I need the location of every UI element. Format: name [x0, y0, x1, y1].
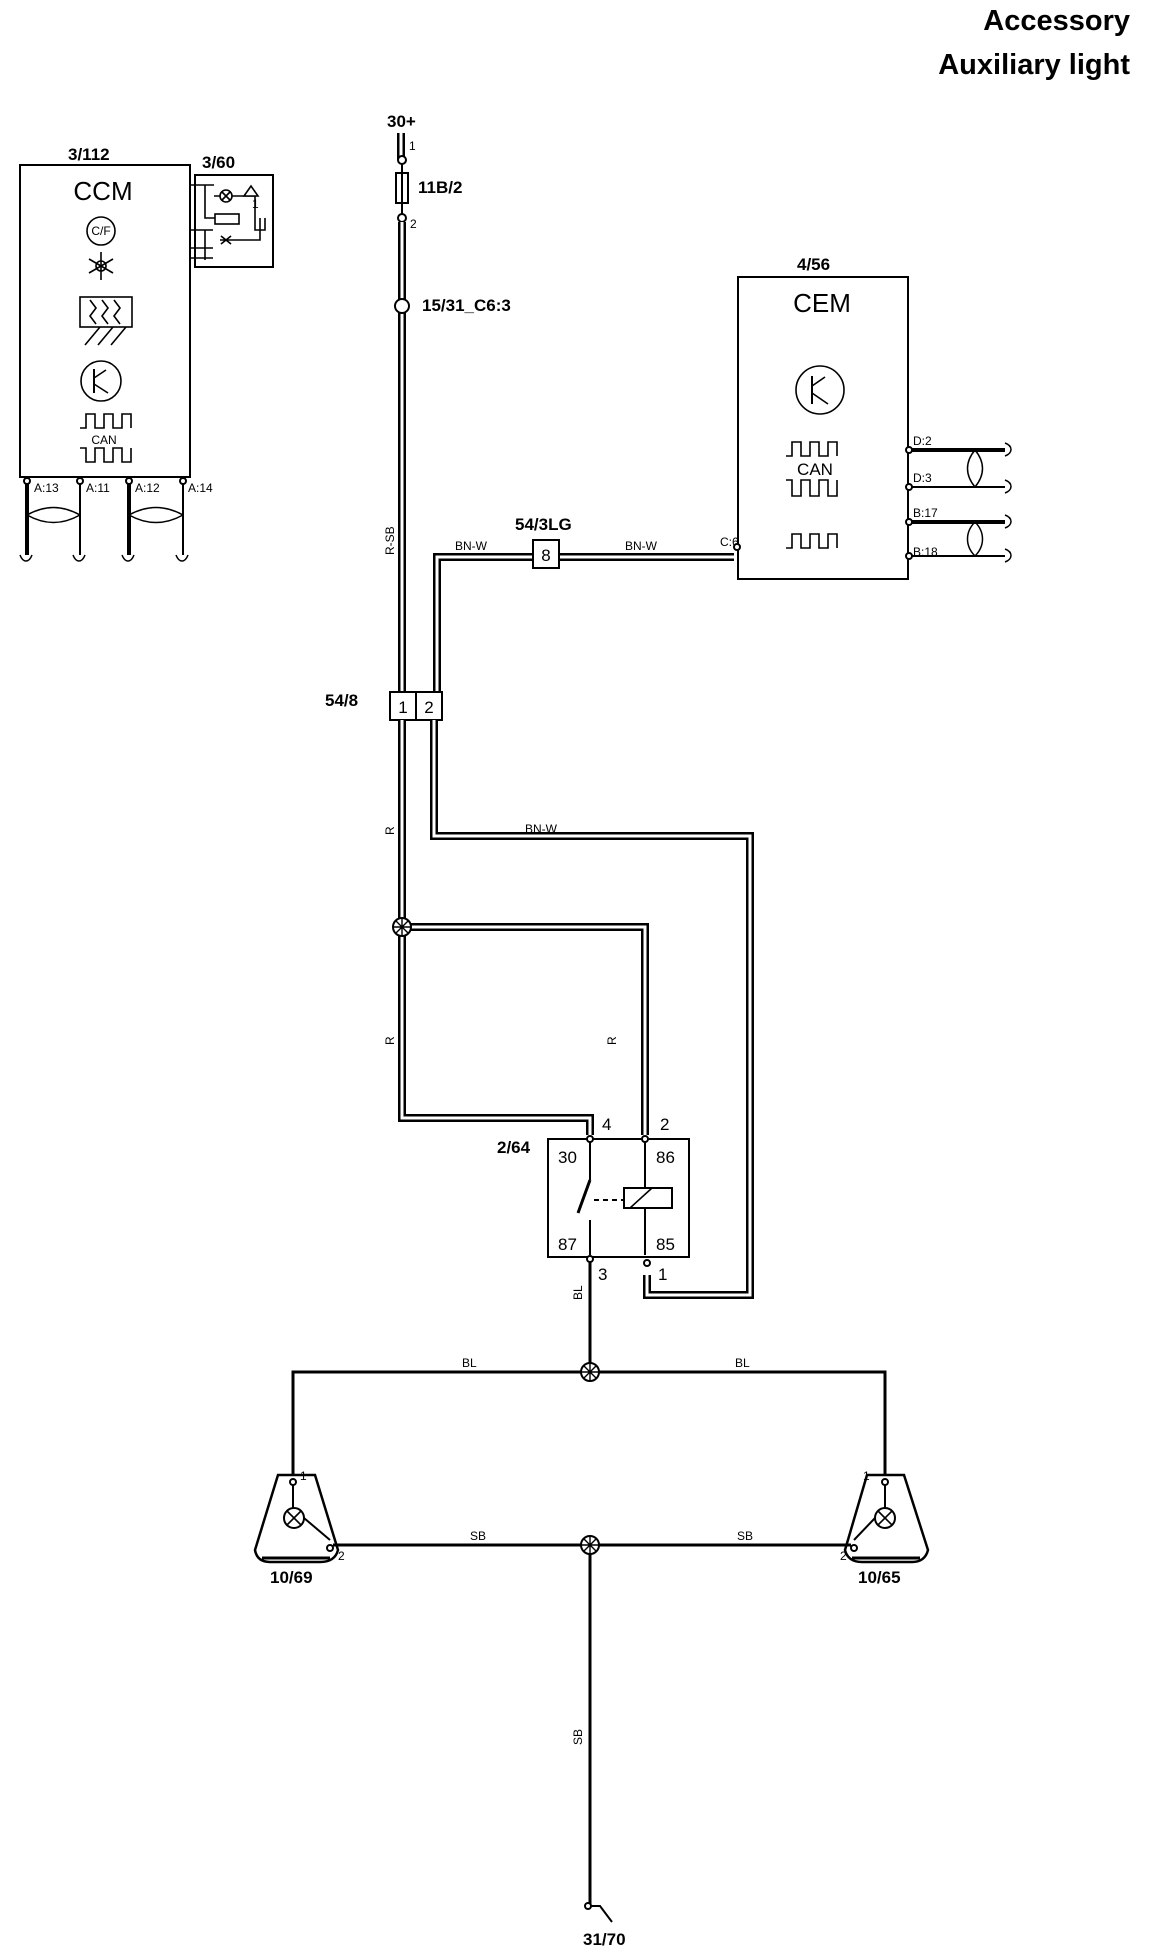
ccm-pin-a13: A:13	[34, 481, 59, 495]
fuse-terminal-bottom	[397, 213, 407, 223]
ground-label: 31/70	[583, 1930, 626, 1949]
wire-label-bl-right: BL	[735, 1356, 750, 1370]
splice-bl	[580, 1362, 600, 1382]
title-line-2: Auxiliary light	[938, 49, 1130, 81]
wire-label-bn-w-1: BN-W	[455, 539, 488, 553]
wire-label-bn-w-3: BN-W	[525, 822, 558, 836]
ccm-pin-a14: A:14	[188, 481, 213, 495]
relay-internal	[576, 1142, 673, 1255]
wire-label-bn-w-2: BN-W	[625, 539, 658, 553]
supply-label: 30+	[387, 112, 416, 131]
wire-label-sb-right: SB	[737, 1529, 753, 1543]
splice-sb	[580, 1535, 600, 1555]
snowflake-icon	[88, 252, 114, 280]
connector-548-pin-1-label: 1	[398, 698, 407, 717]
ccm-can-text: CAN	[91, 433, 116, 447]
fuse-pin-1: 1	[409, 139, 416, 153]
can-signal-icon: CAN	[80, 413, 132, 463]
lamp-left-pin-1: 1	[300, 1469, 307, 1483]
relay-terminal-86	[641, 1135, 649, 1143]
lamp-left-pin-2: 2	[338, 1549, 345, 1563]
wire-label-sb-ground: SB	[571, 1729, 585, 1745]
wire-label-sb-left: SB	[470, 1529, 486, 1543]
connector-543lg-label: 54/3LG	[515, 515, 572, 534]
can-signal-icon: CAN	[786, 441, 838, 497]
relay-id: 2/64	[497, 1138, 531, 1157]
wire-bn-w-return	[430, 720, 754, 1299]
relay-pin-2: 2	[660, 1115, 669, 1134]
ccm-cf-text: C/F	[91, 224, 110, 238]
wire-label-r-86: R	[605, 1036, 619, 1045]
cem-pin-d3: D:3	[913, 471, 932, 485]
cem-can-bus-twisted-pairs	[912, 442, 1012, 563]
relay-terminal-85	[643, 1259, 651, 1267]
wire-label-r-mid: R	[383, 826, 397, 835]
ground-symbol	[584, 1902, 613, 1923]
lamp-right-label: 10/65	[858, 1568, 901, 1587]
ccm-pin-a12: A:12	[135, 481, 160, 495]
panel-360-id: 3/60	[202, 153, 235, 172]
relay-pin-1: 1	[658, 1265, 667, 1284]
ccm-can-bus-twisted-pairs	[19, 484, 189, 562]
relay-pin-86: 86	[656, 1148, 675, 1167]
cem-can-text: CAN	[797, 460, 833, 479]
splice-r	[392, 917, 412, 937]
cem-id: 4/56	[797, 255, 830, 274]
cem-pin-b17: B:17	[913, 506, 938, 520]
connector-548-pin-2	[415, 691, 443, 721]
wire-label-bl-left: BL	[462, 1356, 477, 1370]
wire-label-r-sb: R-SB	[383, 526, 397, 555]
ccm-pin-a11: A:11	[86, 481, 110, 495]
wire-bl-lamps	[291, 1370, 887, 1482]
ground-splice-label: 15/31_C6:3	[422, 296, 511, 315]
panel-360-circuit	[190, 184, 266, 260]
ccm-name: CCM	[73, 176, 132, 206]
ccm-id: 3/112	[68, 145, 110, 164]
cem-module	[737, 276, 909, 580]
lamp-left-label: 10/69	[270, 1568, 313, 1587]
transistor-icon	[795, 365, 845, 415]
transistor-icon	[80, 360, 122, 402]
connector-543lg	[532, 539, 560, 569]
connector-543lg-pin: 8	[541, 546, 550, 565]
ground-splice	[394, 298, 410, 314]
relay-pin-3: 3	[598, 1265, 607, 1284]
panel-360-pin: 1	[252, 197, 259, 211]
title-line-1: Accessory	[983, 5, 1130, 37]
wire-label-bl-out: BL	[571, 1285, 585, 1300]
wire-r-to-30	[398, 927, 594, 1135]
fuse-label: 11B/2	[418, 178, 462, 197]
heated-window-icon	[79, 296, 133, 346]
lamp-10-69	[253, 1473, 340, 1564]
cem-pin-d2: D:2	[913, 434, 932, 448]
cem-pin-c6-terminal	[733, 543, 741, 551]
wire-bn-w-cem	[433, 553, 734, 692]
relay-pin-4: 4	[602, 1115, 611, 1134]
relay-pin-30: 30	[558, 1148, 577, 1167]
relay-pin-85: 85	[656, 1235, 675, 1254]
connector-548-pin-2-label: 2	[424, 698, 433, 717]
wire-r-to-86	[402, 923, 649, 1135]
cem-name: CEM	[793, 288, 851, 318]
relay-2-64	[547, 1138, 690, 1258]
wire-label-r-30: R	[383, 1036, 397, 1045]
lamp-right-pin-1: 1	[863, 1469, 870, 1483]
connector-548-label: 54/8	[325, 691, 358, 710]
fuse-terminal-top	[397, 155, 407, 165]
pulse-signal-icon	[786, 533, 838, 549]
panel-360	[194, 174, 274, 268]
lamp-10-65	[843, 1473, 930, 1564]
fuse-pin-2: 2	[410, 217, 417, 231]
relay-pin-87: 87	[558, 1235, 577, 1254]
relay-terminal-87	[586, 1255, 594, 1263]
lamp-right-pin-2: 2	[840, 1549, 847, 1563]
temperature-unit-icon: C/F	[86, 216, 116, 246]
relay-terminal-30	[586, 1135, 594, 1143]
